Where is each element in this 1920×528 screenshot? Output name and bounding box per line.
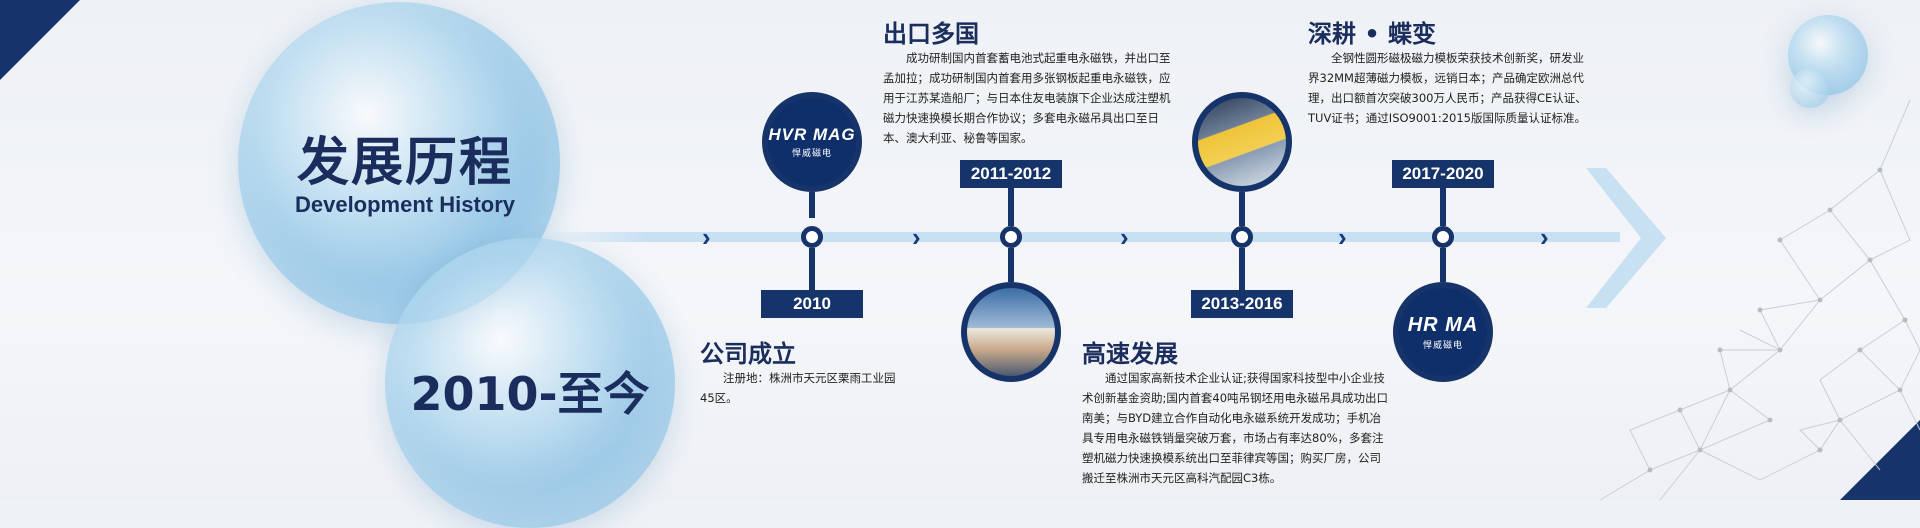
corner-decoration-bottom-right <box>1840 420 1920 500</box>
timeline-node-dot <box>1231 226 1253 248</box>
timeline-stem <box>1239 248 1245 290</box>
milestone-body: 全钢性圆形磁极磁力模板荣获技术创新奖，研发业界32MM超薄磁力模板，远销日本；产… <box>1308 51 1587 125</box>
chevron-right-icon: › <box>1540 222 1549 252</box>
decorative-bubble-small <box>1790 68 1830 108</box>
chevron-right-icon: › <box>702 222 711 252</box>
milestone-body: 通过国家高新技术企业认证;获得国家科技型中小企业技术创新基金资助;国内首套40吨… <box>1082 371 1389 485</box>
year-label: 2013-2016 <box>1191 290 1293 318</box>
chevron-right-icon: › <box>1338 222 1347 252</box>
timeline-axis <box>540 232 1620 242</box>
year-label: 2017-2020 <box>1392 160 1494 188</box>
network-lines-decoration <box>1599 99 1920 501</box>
page-subtitle: Development History <box>294 192 516 217</box>
timeline-stem <box>1008 188 1014 226</box>
timeline-stem <box>1440 248 1446 282</box>
timeline-node-dot <box>1000 226 1022 248</box>
timeline-stem <box>1440 188 1446 226</box>
timeline-node-dot <box>801 226 823 248</box>
period-label: 2010-至今 <box>410 367 650 421</box>
timeline-stem <box>809 192 815 218</box>
corner-decoration-top-left <box>0 0 80 80</box>
product-photo <box>1192 92 1292 192</box>
period-bubble <box>385 238 675 528</box>
timeline-stem <box>809 248 815 290</box>
milestone-title: 公司成立 <box>700 340 796 368</box>
chevron-right-icon: › <box>912 222 921 252</box>
chevron-right-icon: › <box>1120 222 1129 252</box>
milestone-body: 注册地：株洲市天元区栗雨工业园45区。 <box>700 371 896 405</box>
timeline-arrow-head-icon <box>1586 168 1666 308</box>
page-title: 发展历程 <box>296 133 513 193</box>
timeline-stem <box>1239 192 1245 226</box>
milestone-title: 高速发展 <box>1082 340 1178 368</box>
hvr-mag-logo: HVR MAG 悍威磁电 <box>762 92 862 192</box>
timeline-stem <box>1008 248 1014 282</box>
hr-ma-logo: HR MA 悍威磁电 <box>1393 282 1493 382</box>
milestone-title: 出口多国 <box>883 20 979 48</box>
timeline-node-dot <box>1432 226 1454 248</box>
year-label: 2011-2012 <box>960 160 1062 188</box>
milestone-title: 深耕 • 蝶变 <box>1308 20 1437 48</box>
milestone-body: 成功研制国内首套蓄电池式起重电永磁铁，并出口至孟加拉；成功研制国内首套用多张钢板… <box>883 51 1171 145</box>
team-photo <box>961 282 1061 382</box>
year-label: 2010 <box>761 290 863 318</box>
